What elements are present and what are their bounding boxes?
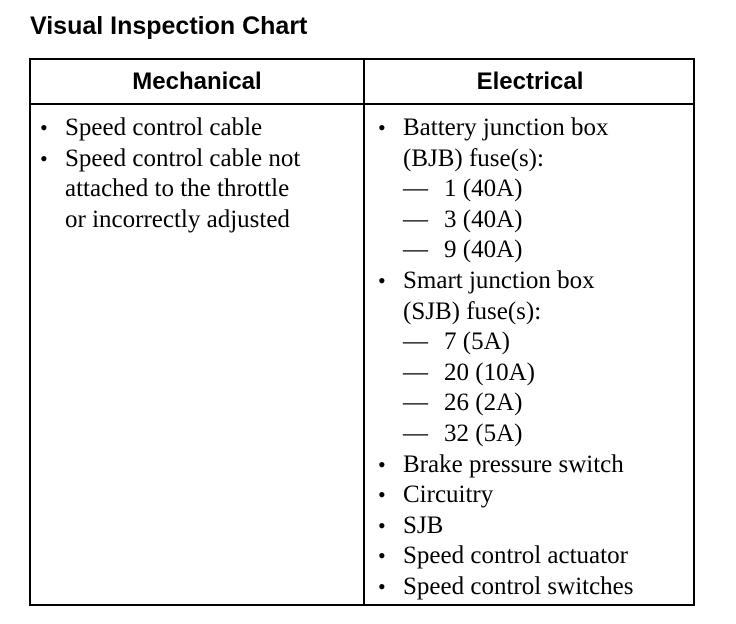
- list-item-text: Speed control switches: [403, 572, 634, 600]
- list-item: • Circuitry: [378, 480, 690, 511]
- fuse-item: — 9 (40A): [378, 235, 690, 266]
- dash-icon: —: [403, 175, 428, 203]
- fuse-item-text: 20 (10A): [444, 358, 535, 386]
- list-item: • Smart junction box: [378, 266, 690, 297]
- dash-icon: —: [403, 236, 428, 264]
- fuse-item: — 1 (40A): [378, 174, 690, 205]
- chart-title: Visual Inspection Chart: [30, 12, 308, 40]
- bullet-icon: •: [378, 267, 386, 293]
- fuse-item: — 26 (2A): [378, 388, 690, 419]
- list-item: • Brake pressure switch: [378, 450, 690, 481]
- fuse-item-text: 1 (40A): [444, 175, 523, 203]
- list-item-continuation: (BJB) fuse(s):: [378, 144, 690, 175]
- dash-icon: —: [403, 358, 428, 386]
- bullet-icon: •: [378, 451, 386, 477]
- list-item-text: Circuitry: [403, 481, 494, 509]
- fuse-item-text: 7 (5A): [444, 328, 510, 356]
- list-item-text: Brake pressure switch: [403, 450, 624, 478]
- list-item-text: attached to the throttle: [65, 175, 290, 203]
- list-item: • Speed control cable not: [40, 144, 358, 175]
- fuse-item: — 20 (10A): [378, 358, 690, 389]
- bullet-icon: •: [40, 145, 48, 171]
- fuse-item: — 7 (5A): [378, 327, 690, 358]
- fuse-item: — 3 (40A): [378, 205, 690, 236]
- column-divider: [363, 60, 365, 604]
- bullet-icon: •: [40, 115, 48, 140]
- list-item-text: (SJB) fuse(s):: [403, 297, 542, 325]
- electrical-list: • Battery junction box (BJB) fuse(s): — 1 …: [378, 113, 690, 603]
- header-divider: [31, 103, 693, 105]
- electrical-header: Electrical: [476, 68, 584, 95]
- bullet-icon: •: [378, 573, 386, 599]
- bullet-icon: •: [378, 482, 386, 508]
- list-item: • Speed control switches: [378, 572, 690, 603]
- list-item-continuation: or incorrectly adjusted: [40, 205, 358, 236]
- list-item: • Speed control cable: [40, 113, 358, 144]
- list-item-text: Smart junction box: [403, 266, 595, 294]
- dash-icon: —: [403, 389, 428, 417]
- inspection-table: Mechanical Electrical • Speed control cab…: [29, 58, 695, 606]
- list-item-text: Speed control actuator: [403, 542, 628, 570]
- fuse-item-text: 9 (40A): [444, 236, 523, 264]
- list-item-text: or incorrectly adjusted: [65, 205, 290, 233]
- mechanical-list: • Speed control cable • Speed control cabl…: [40, 113, 358, 235]
- dash-icon: —: [403, 419, 428, 447]
- fuse-item-text: 26 (2A): [444, 389, 523, 417]
- list-item-text: Battery junction box: [403, 114, 609, 141]
- list-item: • Speed control actuator: [378, 541, 690, 572]
- dash-icon: —: [403, 328, 428, 356]
- fuse-item-text: 32 (5A): [444, 419, 523, 447]
- list-item-text: (BJB) fuse(s):: [403, 144, 544, 172]
- fuse-item-text: 3 (40A): [444, 205, 523, 233]
- list-item-continuation: attached to the throttle: [40, 174, 358, 205]
- bullet-icon: •: [378, 543, 386, 569]
- mechanical-header: Mechanical: [132, 68, 262, 95]
- list-item: • Battery junction box: [378, 113, 690, 144]
- fuse-item: — 32 (5A): [378, 419, 690, 450]
- list-item-text: SJB: [403, 511, 444, 539]
- bullet-icon: •: [378, 115, 386, 140]
- list-item: • SJB: [378, 511, 690, 542]
- dash-icon: —: [403, 205, 428, 233]
- list-item-text: Speed control cable not: [65, 144, 301, 172]
- list-item-continuation: (SJB) fuse(s):: [378, 297, 690, 328]
- list-item-text: Speed control cable: [65, 114, 263, 141]
- bullet-icon: •: [378, 512, 386, 538]
